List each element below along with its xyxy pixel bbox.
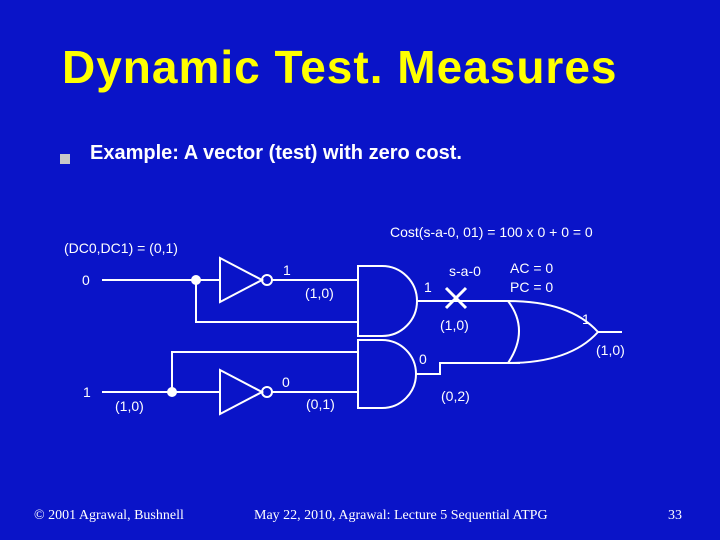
ac-label: AC = 0 (510, 260, 553, 276)
and-gate-bottom (357, 339, 417, 409)
inv-bottom-output-value: 0 (282, 374, 290, 390)
and-gate-top (357, 265, 418, 337)
and-top-input-value: 1 (424, 279, 432, 295)
or-output-measure: (1,0) (596, 342, 625, 358)
bullet-marker (60, 154, 70, 164)
cost-label: Cost(s-a-0, 01) = 100 x 0 + 0 = 0 (390, 224, 593, 240)
inv-top-measure: (1,0) (305, 285, 334, 301)
slide-title: Dynamic Test. Measures (62, 41, 618, 93)
wire-top-to-and-bottom-input (195, 280, 358, 323)
or-output-value: 1 (582, 311, 590, 327)
inv-top-output-value: 1 (283, 262, 291, 278)
inverter-bottom (219, 368, 265, 416)
junction-bottom (167, 387, 177, 397)
and-top-output-measure: (1,0) (440, 317, 469, 333)
wire-and-bottom-out (416, 362, 520, 375)
or-input-bottom-value: 0 (419, 351, 427, 367)
and-bottom-output-measure: (0,2) (441, 388, 470, 404)
input-bottom-measure: (1,0) (115, 398, 144, 414)
input-bottom-value: 1 (83, 384, 91, 400)
footer-copyright: © 2001 Agrawal, Bushnell (34, 508, 184, 523)
bullet-text: Example: A vector (test) with zero cost. (90, 142, 462, 164)
footer-date-lecture: May 22, 2010, Agrawal: Lecture 5 Sequent… (254, 508, 548, 523)
fault-label: s-a-0 (449, 263, 481, 279)
dc-label: (DC0,DC1) = (0,1) (64, 240, 178, 256)
inv-bottom-measure: (0,1) (306, 396, 335, 412)
or-gate (505, 299, 600, 365)
pc-label: PC = 0 (510, 279, 553, 295)
inverter-top (219, 256, 265, 304)
footer-page-number: 33 (668, 508, 682, 523)
input-top-value: 0 (82, 272, 90, 288)
junction-top (191, 275, 201, 285)
wire-bottom-branch (171, 351, 358, 392)
fault-marker (444, 286, 468, 310)
